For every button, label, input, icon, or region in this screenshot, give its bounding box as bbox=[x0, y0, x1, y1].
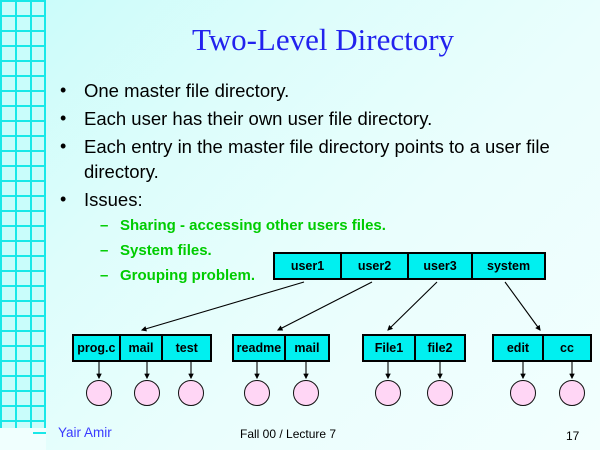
sub-bullet-text: System files. bbox=[120, 242, 212, 259]
list-item: • Each entry in the master file director… bbox=[60, 134, 580, 184]
dir-cell-user2[interactable]: user2 bbox=[342, 254, 410, 278]
list-item: • Each user has their own user file dire… bbox=[60, 106, 580, 131]
bullet-marker: • bbox=[60, 108, 67, 128]
page-title: Two-Level Directory bbox=[191, 22, 455, 57]
sub-bullet-marker: – bbox=[100, 242, 109, 259]
user1-directory[interactable]: prog.c mail test bbox=[72, 334, 212, 362]
bullet-text: Each entry in the master file directory … bbox=[84, 136, 550, 182]
bullet-marker: • bbox=[60, 136, 67, 156]
bullet-marker: • bbox=[60, 189, 67, 209]
grid-strip-right-border bbox=[44, 0, 46, 450]
user2-directory[interactable]: readme mail bbox=[232, 334, 330, 362]
sub-list-item: – Grouping problem. bbox=[100, 265, 580, 286]
file-node[interactable] bbox=[293, 380, 319, 406]
sub-bullet-marker: – bbox=[100, 217, 109, 234]
dir-cell-system[interactable]: system bbox=[473, 254, 545, 278]
sub-list-item: – System files. bbox=[100, 240, 580, 261]
bullet-text: Issues: bbox=[84, 189, 143, 210]
list-item: • Issues: bbox=[60, 187, 580, 212]
master-file-directory[interactable]: user1 user2 user3 system bbox=[273, 252, 546, 280]
file-node[interactable] bbox=[510, 380, 536, 406]
bullet-list: • One master file directory. • Each user… bbox=[60, 78, 580, 290]
decorative-grid-strip bbox=[0, 0, 46, 428]
dir-cell-test[interactable]: test bbox=[163, 336, 210, 360]
sub-bullet-text: Sharing - accessing other users files. bbox=[120, 217, 386, 234]
dir-cell-user1[interactable]: user1 bbox=[275, 254, 343, 278]
dir-cell-readme[interactable]: readme bbox=[234, 336, 286, 360]
sub-list-item: – Sharing - accessing other users files. bbox=[100, 215, 580, 236]
dir-cell-File1[interactable]: File1 bbox=[364, 336, 416, 360]
bullet-text: One master file directory. bbox=[84, 80, 290, 101]
dir-cell-edit[interactable]: edit bbox=[494, 336, 544, 360]
dir-cell-file2[interactable]: file2 bbox=[415, 336, 464, 360]
file-node[interactable] bbox=[244, 380, 270, 406]
dir-cell-progc[interactable]: prog.c bbox=[74, 336, 121, 360]
grid-strip-footer-tick bbox=[33, 432, 46, 434]
footer-divider bbox=[46, 424, 600, 425]
sub-bullet-list: – Sharing - accessing other users files.… bbox=[100, 215, 580, 286]
sub-bullet-marker: – bbox=[100, 267, 109, 284]
sub-bullet-text: Grouping problem. bbox=[120, 267, 255, 284]
file-node[interactable] bbox=[86, 380, 112, 406]
footer-author: Yair Amir bbox=[58, 425, 112, 440]
file-node[interactable] bbox=[375, 380, 401, 406]
file-node[interactable] bbox=[178, 380, 204, 406]
bullet-text: Each user has their own user file direct… bbox=[84, 108, 433, 129]
file-node[interactable] bbox=[134, 380, 160, 406]
file-node[interactable] bbox=[559, 380, 585, 406]
bullet-marker: • bbox=[60, 80, 67, 100]
dir-cell-mail[interactable]: mail bbox=[285, 336, 328, 360]
system-directory[interactable]: edit cc bbox=[492, 334, 592, 362]
user3-directory[interactable]: File1 file2 bbox=[362, 334, 466, 362]
file-node[interactable] bbox=[427, 380, 453, 406]
dir-cell-cc[interactable]: cc bbox=[543, 336, 590, 360]
dir-cell-mail[interactable]: mail bbox=[120, 336, 164, 360]
directory-to-file-arrows bbox=[96, 362, 575, 380]
footer-course-info: Fall 00 / Lecture 7 bbox=[240, 427, 337, 441]
dir-cell-user3[interactable]: user3 bbox=[409, 254, 474, 278]
footer-page-number: 17 bbox=[566, 429, 580, 443]
list-item: • One master file directory. bbox=[60, 78, 580, 103]
